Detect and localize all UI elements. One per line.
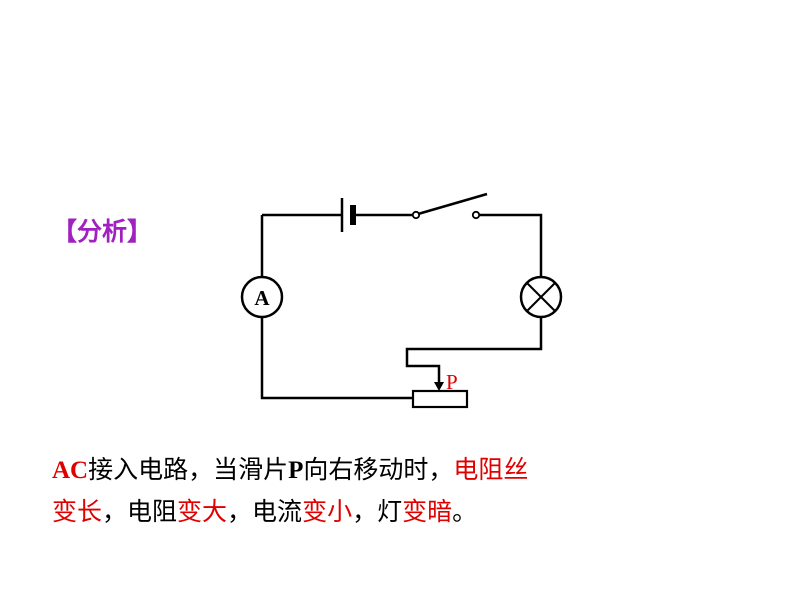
explanation-segment: 变长	[52, 497, 103, 526]
explanation-segment: 变暗	[402, 497, 453, 526]
slider-label: P	[446, 370, 458, 394]
explanation-segment: ，灯	[352, 497, 403, 526]
explanation-segment: 变小	[302, 497, 353, 526]
explanation-segment: 向右移动时，	[303, 455, 454, 484]
explanation-segment: ，电流	[227, 497, 303, 526]
slider-arrow	[434, 382, 444, 391]
battery-symbol	[340, 198, 356, 232]
explanation-segment: 。	[452, 497, 478, 526]
ammeter-label: A	[254, 286, 270, 310]
wire-top-right	[479, 213, 543, 277]
explanation-segment: AC	[52, 457, 89, 484]
ammeter-symbol: A	[240, 275, 284, 319]
explanation-line-2: 变长，电阻变大，电流变小，灯变暗。	[52, 497, 752, 527]
explanation-segment: ，电阻	[102, 497, 178, 526]
explanation-segment: P	[288, 457, 304, 484]
lamp-symbol	[519, 275, 563, 319]
switch-symbol	[411, 192, 488, 220]
analysis-heading: 【分析】	[52, 217, 153, 246]
explanation-line-1: AC接入电路，当滑片P向右移动时，电阻丝	[52, 455, 752, 486]
explanation-segment: 电阻丝	[453, 455, 529, 484]
rheostat-symbol	[411, 389, 469, 409]
explanation-segment: 接入电路，当滑片	[88, 455, 289, 484]
wire-right-slider	[405, 317, 543, 383]
wire-bottom-left	[260, 317, 413, 400]
explanation-segment: 变大	[177, 497, 228, 526]
